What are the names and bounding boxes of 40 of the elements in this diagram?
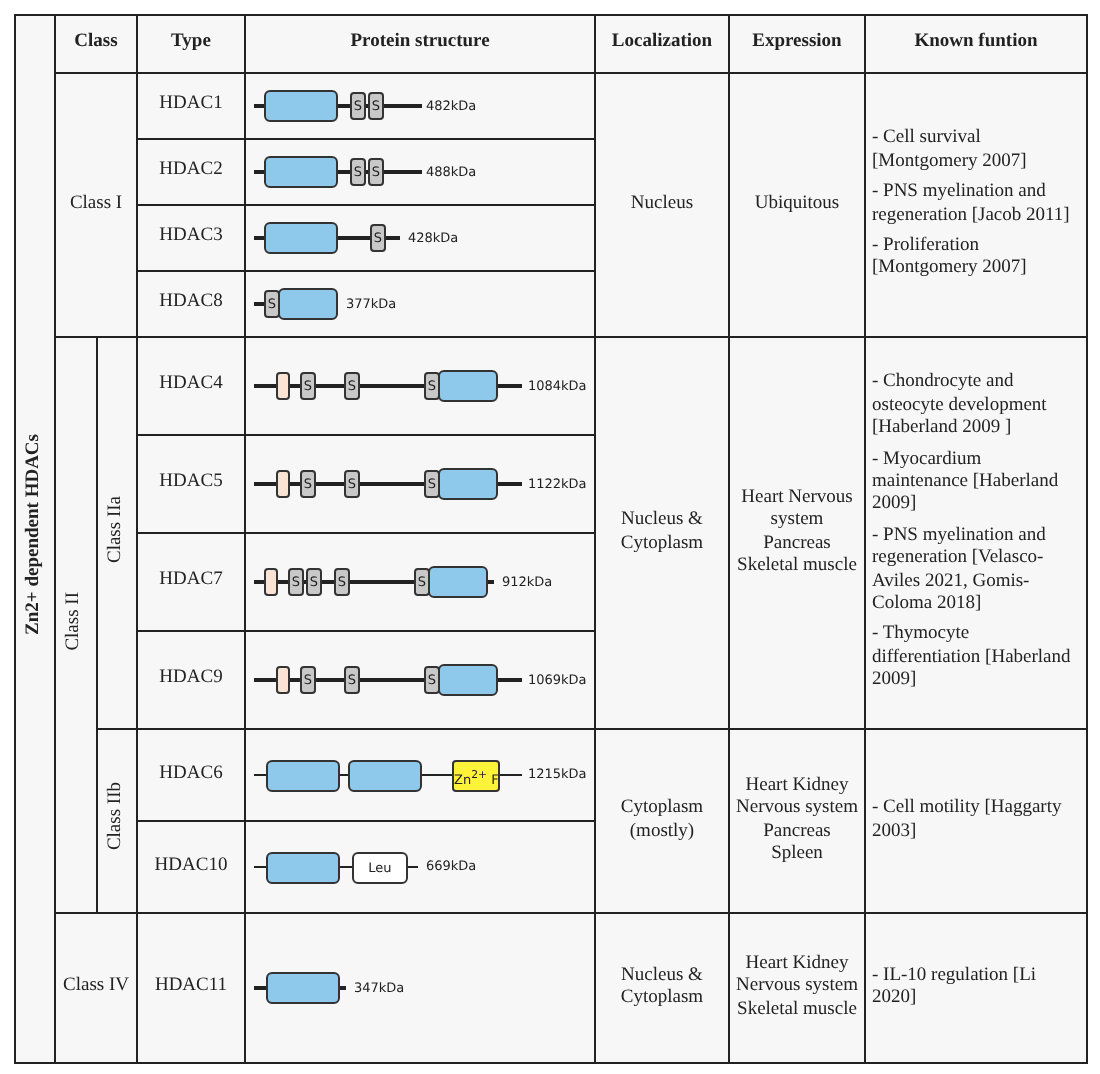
column-header: Expression <box>752 32 842 53</box>
subclass-label: Class IIb <box>105 782 128 851</box>
column-header: Protein structure <box>350 32 490 53</box>
function-note: - Chondrocyte and osteocyte development [Haberland 2009 ] <box>872 372 1049 442</box>
protein-name: HDAC3 <box>159 226 223 247</box>
function-note: - PNS myelination and regeneration [Velasco-Aviles 2021, Gomis-Coloma 2018] <box>872 525 1048 617</box>
localization-text: Nucleus & Cytoplasm <box>620 510 704 553</box>
expression-text: Ubiquitous <box>754 193 840 214</box>
protein-name: HDAC7 <box>159 570 223 591</box>
class-label: Class IV <box>63 976 129 997</box>
function-note: - IL-10 regulation [Li 2020] <box>872 965 1039 1011</box>
protein-name: HDAC5 <box>159 472 223 493</box>
protein-name: HDAC9 <box>159 668 223 689</box>
protein-name: HDAC4 <box>159 374 223 395</box>
protein-name: HDAC2 <box>159 160 223 181</box>
column-header: Class <box>74 32 118 53</box>
column-header: Localization <box>611 32 713 53</box>
function-note: - Thymocyte differentiation [Haberland 2009] <box>872 624 1073 694</box>
expression-text: Heart Nervous system Pancreas Skeletal muscle <box>737 487 857 576</box>
expression-text: Heart Kidney Nervous system Skeletal muscle <box>736 953 858 1020</box>
protein-name: HDAC8 <box>159 292 223 313</box>
localization-text: Nucleus & Cytoplasm <box>620 965 704 1008</box>
class-label: Class I <box>69 193 123 214</box>
subclass-label: Class IIa <box>105 495 128 563</box>
protein-name: HDAC10 <box>154 855 228 876</box>
protein-name: HDAC6 <box>159 763 223 784</box>
function-note: - Proliferation [Montgomery 2007] <box>872 235 1029 282</box>
protein-name: HDAC11 <box>154 976 228 997</box>
function-note: - PNS myelination and regeneration [Jacob 2011] <box>872 182 1072 228</box>
localization-text: Nucleus <box>630 193 694 214</box>
function-note: - Cell survival [Montgomery 2007] <box>872 128 1029 175</box>
protein-name: HDAC1 <box>159 94 223 115</box>
function-note: - Myocardium maintenance [Haberland 2009] <box>872 449 1061 518</box>
class-label: Class II <box>64 591 87 650</box>
group-title: Zn2+ dependent HDACs <box>23 434 46 636</box>
expression-text: Heart Kidney Nervous system Pancreas Spleen <box>736 775 858 864</box>
column-header: Known funtion <box>914 32 1038 53</box>
column-header: Type <box>171 32 211 53</box>
localization-text: Cytoplasm (mostly) <box>620 798 704 841</box>
function-note: - Cell motility [Haggarty 2003] <box>872 798 1064 844</box>
